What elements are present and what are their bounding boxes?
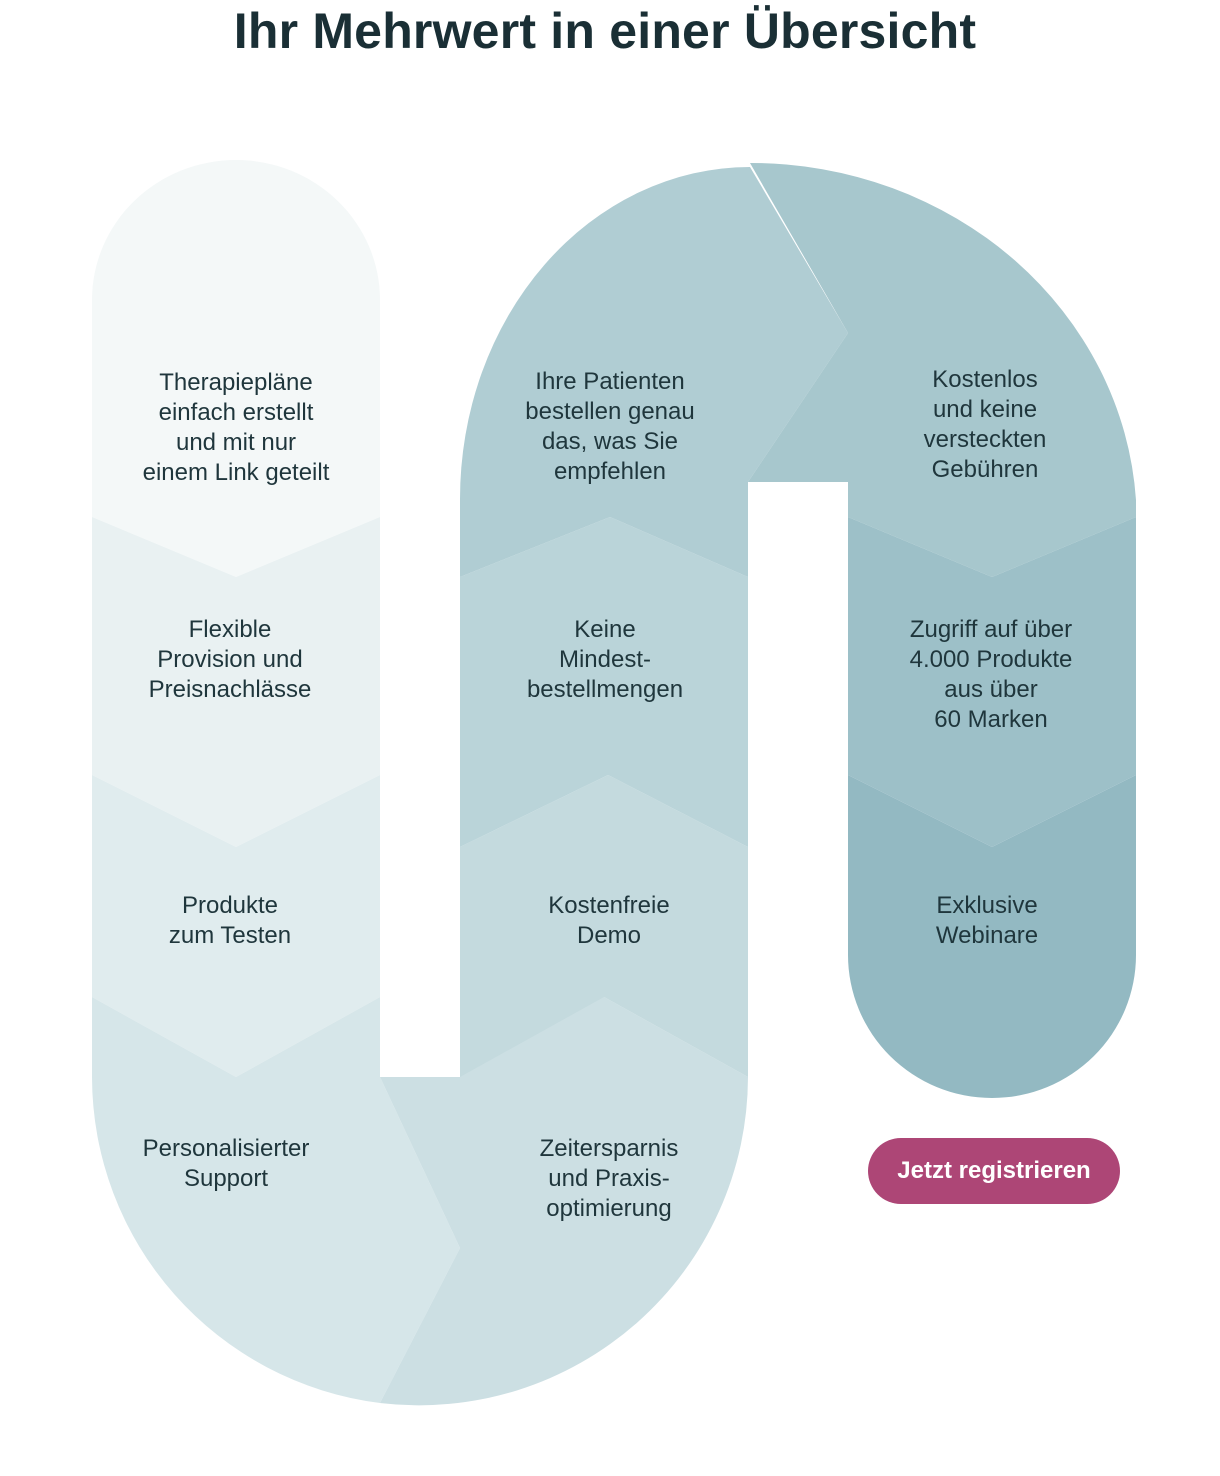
step-shape-3 (92, 775, 380, 1077)
step-shape-7 (460, 517, 748, 847)
step-label-6: Kostenfreie Demo (548, 892, 670, 949)
page-title: Ihr Mehrwert in einer Übersicht (233, 3, 977, 59)
step-label-10: Zugriff auf über 4.000 Produkte aus über… (909, 616, 1073, 733)
step-label-4: Personalisierter Support (142, 1135, 310, 1192)
register-button[interactable]: Jetzt registrieren (868, 1138, 1120, 1204)
step-label-5: Zeitersparnis und Praxis- optimierung (539, 1135, 679, 1222)
step-shape-4 (92, 997, 460, 1403)
step-label-7: Keine Mindest- bestellmengen (526, 616, 684, 703)
step-label-9: Kostenlos und keine versteckten Gebühren (923, 366, 1047, 483)
step-label-8: Ihre Patienten bestellen genau das, was … (525, 368, 695, 485)
step-shape-9 (748, 162, 1136, 577)
step-shape-11 (848, 775, 1136, 1098)
step-shape-6 (460, 775, 748, 1077)
step-label-11: Exklusive Webinare (935, 892, 1039, 949)
step-shape-10 (848, 517, 1136, 847)
step-shape-5 (380, 997, 748, 1406)
step-label-1: Therapiepläne einfach erstellt und mit n… (142, 369, 330, 486)
step-label-2: Flexible Provision und Preisnachlässe (148, 616, 312, 703)
step-shape-1 (92, 160, 380, 577)
step-label-3: Produkte zum Testen (168, 892, 292, 949)
step-shape-2 (92, 517, 380, 847)
step-shape-8 (459, 167, 848, 577)
